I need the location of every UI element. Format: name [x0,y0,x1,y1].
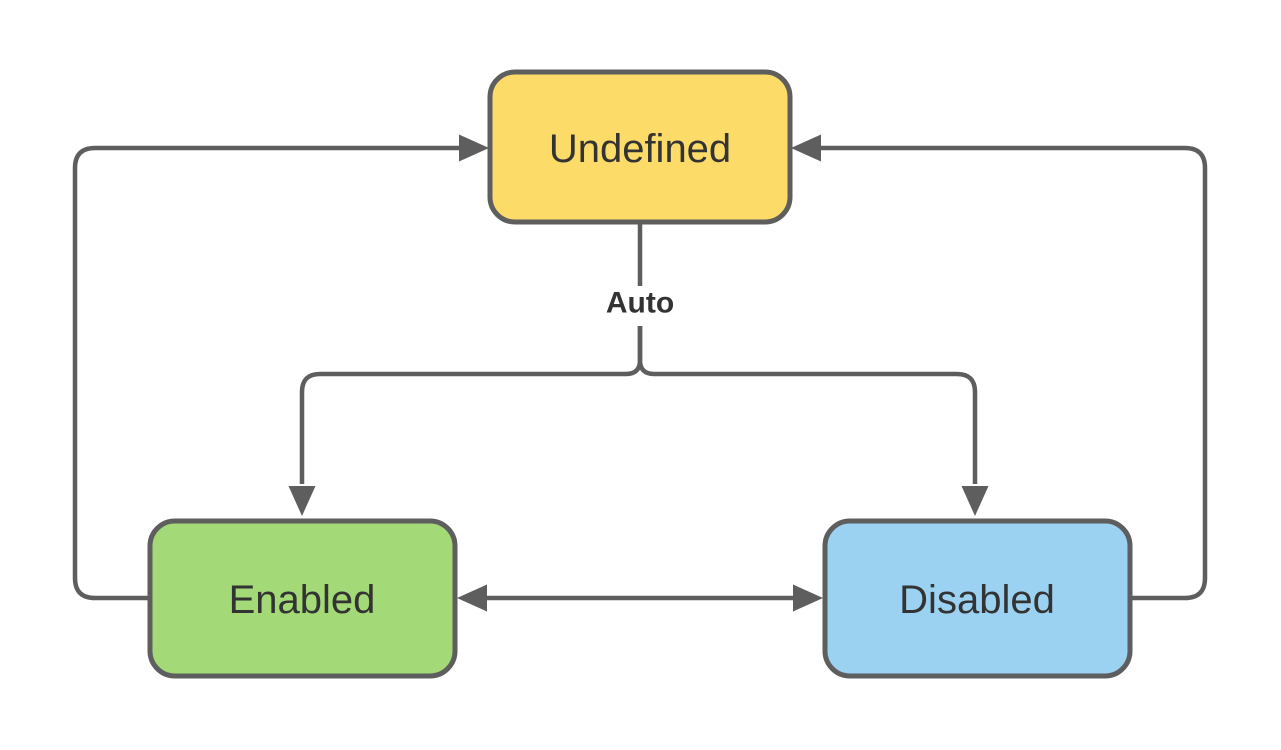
edge-line [299,326,643,484]
edge-line [637,326,978,484]
arrowhead-right-icon [793,584,823,612]
node-label: Undefined [549,127,731,171]
arrowhead-down-icon [961,486,989,516]
node-shape [147,518,458,679]
edge-line [72,145,459,601]
arrowhead-left-icon [457,584,487,612]
state-node-disabled: Disabled [822,518,1133,679]
edge-undefined-to-enabled [288,222,643,516]
node-label: Enabled [229,578,376,622]
node-label: Disabled [899,578,1055,622]
state-node-undefined: Undefined [487,69,793,225]
arrowhead-right-icon [459,134,489,162]
state-node-enabled: Enabled [147,518,458,679]
arrowhead-left-icon [791,134,821,162]
edge-enabled-disabled-bidirectional [457,584,823,612]
node-shape [487,69,793,225]
edge-label-auto: Auto [606,287,674,320]
edge-undefined-to-disabled [637,326,989,516]
arrowhead-down-icon [288,486,316,516]
edge-enabled-to-undefined [72,134,489,601]
node-shape [822,518,1133,679]
edge-disabled-to-undefined [791,134,1208,601]
edge-line [821,145,1208,601]
